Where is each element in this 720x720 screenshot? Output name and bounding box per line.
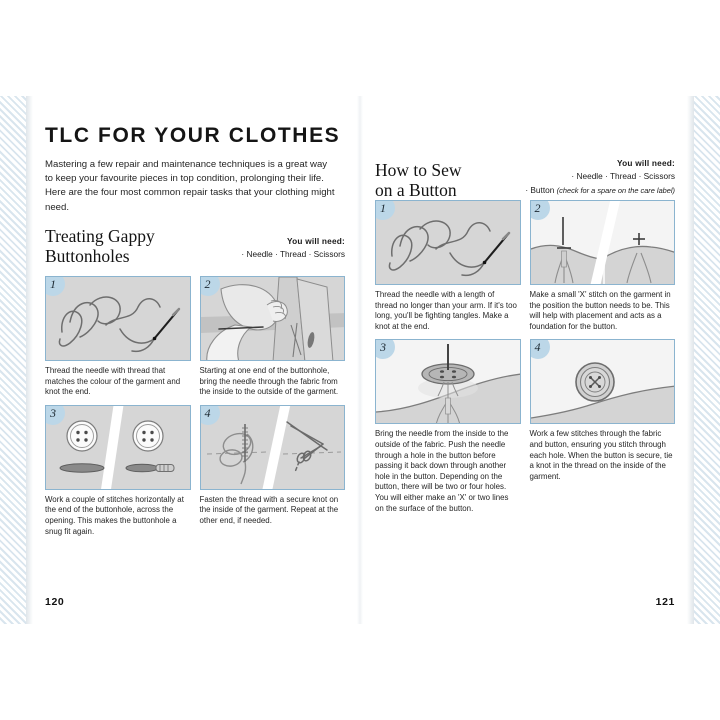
steps-row-1: 1 Thread the needle with a length of thr…: [375, 200, 675, 332]
needle-through-button-holes-icon: [376, 340, 520, 424]
step-2-illustration: 2: [199, 276, 345, 361]
step-4: 4 Work a few stitches through the fabric…: [529, 339, 675, 514]
needle-icon: [482, 231, 511, 265]
step-1-caption: Thread the needle with thread that match…: [45, 366, 181, 397]
step-1-badge: 1: [45, 277, 65, 296]
steps-row-2: 3 Bring the needle from the inside to th…: [375, 339, 675, 514]
finished-sewn-button-icon: [530, 340, 675, 424]
scissors-icon: [285, 421, 324, 473]
page-number-right: 121: [655, 596, 675, 608]
book-edge-right: [694, 96, 720, 624]
step-4-illustration: 4: [199, 404, 345, 490]
intro-paragraph: Mastering a few repair and maintenance t…: [45, 159, 335, 213]
step-2-caption: Starting at one end of the buttonhole, b…: [199, 366, 339, 397]
step-1-badge: 1: [375, 201, 395, 220]
step-1-caption: Thread the needle with a length of threa…: [375, 290, 517, 331]
step-4: 4 Fasten the thread with a secure knot o…: [199, 404, 345, 537]
step-2: 2 Make a small 'X' stitch on the garment…: [529, 200, 675, 332]
needle-and-thread-icon: [58, 296, 181, 353]
step-3-illustration: 3: [375, 339, 521, 425]
knot-and-scissors-icon: [206, 405, 341, 489]
you-will-need-items-1: · Needle · Thread · Scissors: [571, 171, 675, 181]
needle-icon: [152, 307, 181, 341]
step-2-caption: Make a small 'X' stitch on the garment i…: [529, 290, 671, 331]
step-3-badge: 3: [375, 340, 395, 360]
step-2-badge: 2: [530, 201, 550, 220]
step-2-badge: 2: [200, 277, 220, 296]
step-3: 3 Work a couple of stitches horizontally…: [45, 404, 191, 537]
step-3-badge: 3: [45, 405, 65, 425]
step-4-illustration: 4: [529, 339, 675, 425]
step-4-badge: 4: [530, 340, 550, 360]
button-right-icon: [132, 420, 164, 452]
button-left-icon: [66, 420, 98, 452]
you-will-need-items-2: · Button (check for a spare on the care …: [445, 184, 675, 197]
page-shadow-left: [26, 96, 33, 624]
step-2: 2 Starting at one end of the buttonhole,…: [199, 276, 345, 398]
book-edge-left: [0, 96, 26, 624]
step-4-badge: 4: [200, 405, 220, 425]
step-4-caption: Work a few stitches through the fabric a…: [529, 429, 673, 481]
book-gutter: [357, 96, 363, 624]
book-spread: TLC FOR YOUR CLOTHES Mastering a few rep…: [0, 96, 720, 624]
x-stitch-on-fabric-icon: [530, 201, 675, 284]
you-will-need-right: You will need: · Needle · Thread · Sciss…: [445, 158, 675, 197]
needs-button-text: · Button: [525, 185, 557, 195]
step-3: 3 Bring the needle from the inside to th…: [375, 339, 521, 514]
hands-stitching-buttonhole-icon: [200, 277, 345, 360]
you-will-need-heading: You will need:: [617, 158, 675, 168]
page-number-left: 120: [45, 596, 65, 608]
section-title-line-1: How to Sew: [375, 160, 462, 180]
step-1: 1 Thread the needle with a length of thr…: [375, 200, 521, 332]
step-1-illustration: 1: [45, 276, 191, 361]
step-1-illustration: 1: [375, 200, 521, 285]
needs-button-note: (check for a spare on the care label): [556, 186, 675, 195]
you-will-need-left: You will need: · Needle · Thread · Sciss…: [145, 236, 345, 260]
steps-grid-left: 1 Thread the needle with thread that mat…: [45, 276, 345, 537]
page-title: TLC FOR YOUR CLOTHES: [45, 124, 341, 147]
step-3-caption: Work a couple of stitches horizontally a…: [45, 494, 184, 536]
section-title-button: How to Sew on a Button: [375, 160, 462, 200]
you-will-need-heading: You will need:: [287, 236, 345, 246]
steps-grid-right: 1 Thread the needle with a length of thr…: [375, 200, 675, 514]
step-3-caption: Bring the needle from the inside to the …: [375, 429, 509, 513]
steps-row-2: 3 Work a couple of stitches horizontally…: [45, 404, 345, 537]
you-will-need-items: · Needle · Thread · Scissors: [241, 249, 345, 259]
knot-icon: [218, 432, 253, 467]
section-title-line-1: Treating Gappy: [45, 226, 155, 246]
step-2-illustration: 2: [529, 200, 675, 285]
page-shadow-right: [687, 96, 694, 624]
two-buttons-with-buttonholes-icon: [59, 405, 175, 489]
steps-row-1: 1 Thread the needle with thread that mat…: [45, 276, 345, 398]
step-1: 1 Thread the needle with thread that mat…: [45, 276, 191, 398]
section-title-line-2: on a Button: [375, 180, 457, 200]
section-title-line-2: Buttonholes: [45, 246, 130, 266]
step-3-illustration: 3: [45, 404, 191, 490]
x-stitch-mark: [632, 233, 645, 245]
needle-and-thread-icon: [388, 220, 511, 277]
right-page: How to Sew on a Button You will need: · …: [363, 96, 687, 624]
left-page: TLC FOR YOUR CLOTHES Mastering a few rep…: [33, 96, 357, 624]
section-title-buttonholes: Treating Gappy Buttonholes: [45, 226, 155, 266]
step-4-caption: Fasten the thread with a secure knot on …: [199, 494, 339, 525]
